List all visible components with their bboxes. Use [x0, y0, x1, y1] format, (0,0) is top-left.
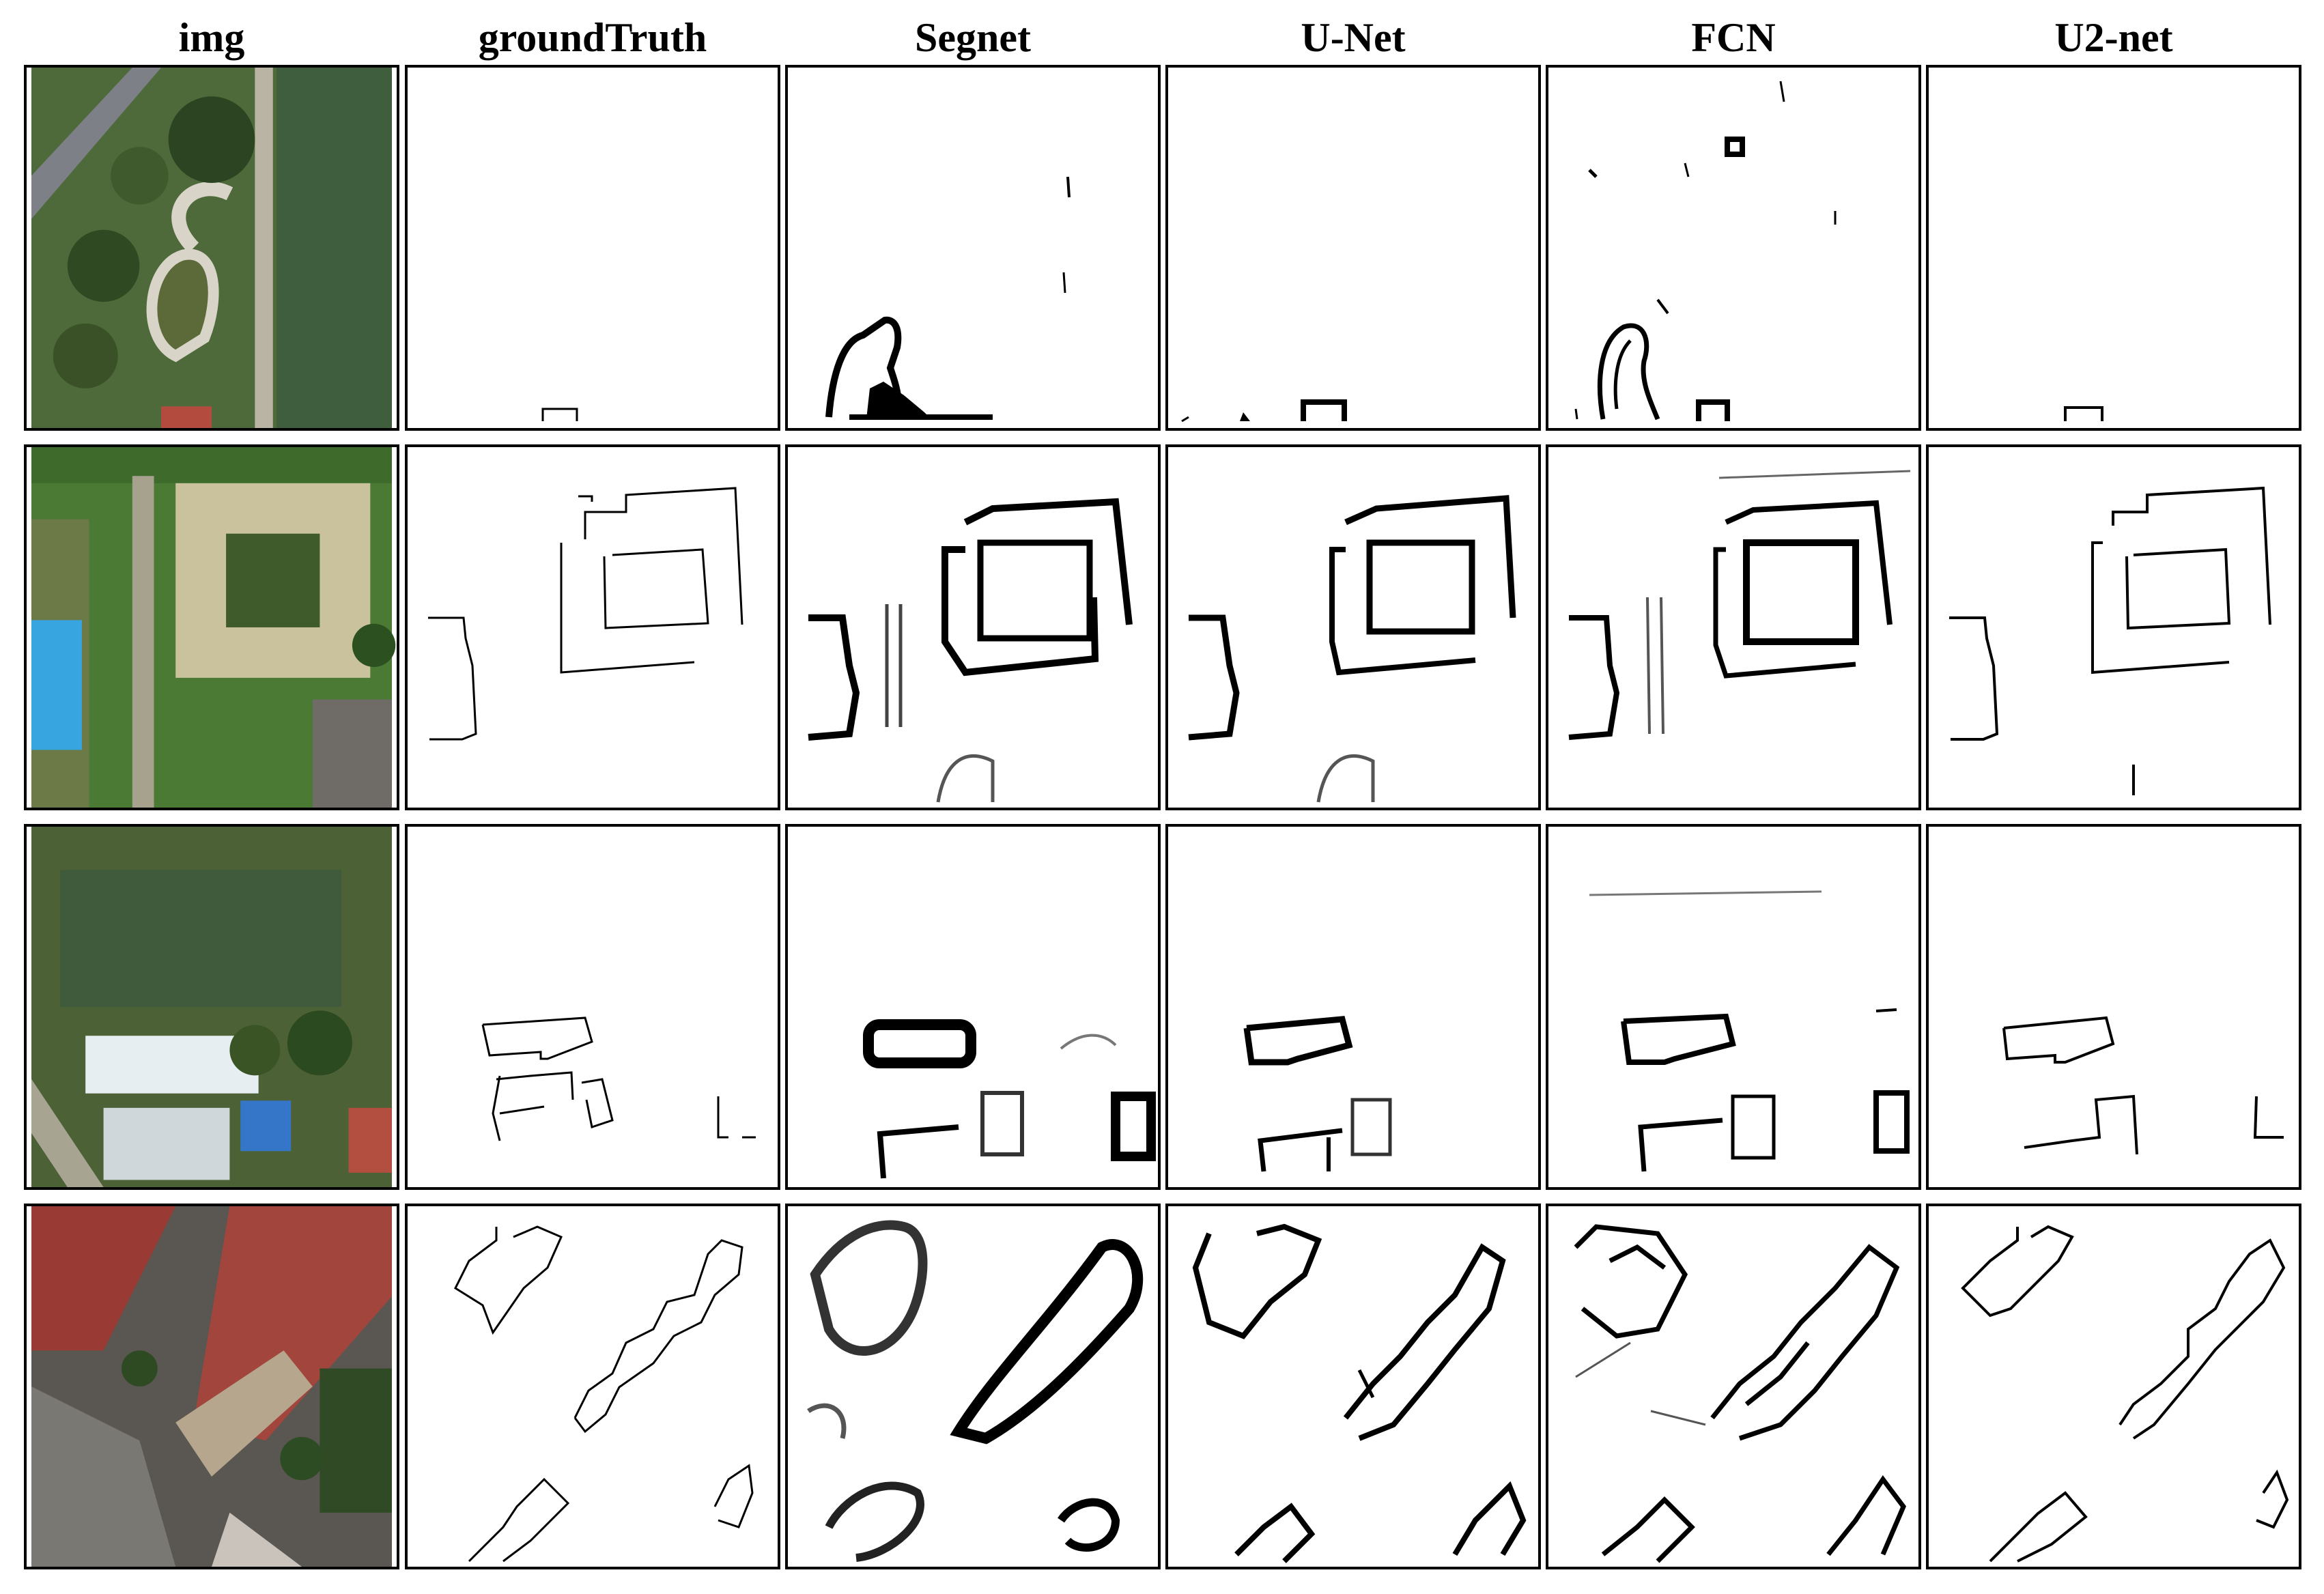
row4-u2net-cell — [1926, 1204, 2301, 1569]
row2-groundtruth-map — [428, 487, 743, 741]
row1-groundtruth-map — [541, 408, 578, 421]
row4-segnet-map — [807, 1220, 1144, 1562]
row4-fcn-cell — [1546, 1204, 1921, 1569]
header-u2net: U2-net — [2054, 15, 2173, 60]
row2-unet-map — [1188, 495, 1516, 803]
row2-fcn-map — [1568, 470, 1911, 740]
row3-fcn-cell — [1546, 824, 1921, 1190]
row1-groundtruth-cell — [405, 65, 780, 431]
row4-img-cell — [24, 1204, 399, 1569]
header-segnet: Segnet — [915, 15, 1031, 60]
row2-groundtruth-cell — [405, 444, 780, 810]
row3-unet-map — [1243, 1016, 1392, 1172]
header-fcn: FCN — [1691, 15, 1776, 60]
row1-img-cell — [24, 65, 399, 431]
row4-segnet-cell — [785, 1204, 1161, 1569]
row3-u2net-map — [2002, 1016, 2284, 1155]
row4-fcn-map — [1574, 1224, 1907, 1563]
row4-aerial-image — [31, 1206, 392, 1567]
row3-aerial-image — [31, 827, 392, 1187]
row3-groundtruth-map — [481, 1016, 756, 1141]
row2-segnet-map — [808, 498, 1133, 803]
row3-segnet-cell — [785, 824, 1161, 1190]
row1-u2net-map — [2064, 406, 2103, 421]
row2-unet-cell — [1165, 444, 1541, 810]
row3-segnet-map — [863, 1019, 1156, 1179]
row4-groundtruth-map — [454, 1225, 754, 1563]
row1-unet-cell — [1165, 65, 1541, 431]
row2-segnet-cell — [785, 444, 1161, 810]
row4-u2net-map — [1961, 1225, 2289, 1563]
row2-fcn-cell — [1546, 444, 1921, 810]
row1-segnet-map — [825, 176, 1071, 421]
row3-u2net-cell — [1926, 824, 2301, 1190]
header-unet: U-Net — [1301, 15, 1406, 60]
row1-fcn-map — [1574, 81, 1837, 421]
row3-unet-cell — [1165, 824, 1541, 1190]
row3-img-cell — [24, 824, 399, 1190]
row4-unet-cell — [1165, 1204, 1541, 1569]
row1-fcn-cell — [1546, 65, 1921, 431]
header-groundtruth: groundTruth — [478, 15, 707, 60]
row3-groundtruth-cell — [405, 824, 780, 1190]
row1-segnet-cell — [785, 65, 1161, 431]
row2-u2net-cell — [1926, 444, 2301, 810]
row2-img-cell — [24, 444, 399, 810]
row1-unet-map — [1181, 399, 1347, 423]
row1-u2net-cell — [1926, 65, 2301, 431]
row2-u2net-map — [1949, 486, 2271, 795]
row4-groundtruth-cell — [405, 1204, 780, 1569]
row1-aerial-image — [31, 68, 392, 428]
header-img: img — [178, 15, 245, 60]
row3-fcn-map — [1589, 890, 1910, 1172]
row4-unet-map — [1192, 1223, 1527, 1563]
row2-aerial-image — [31, 447, 396, 808]
